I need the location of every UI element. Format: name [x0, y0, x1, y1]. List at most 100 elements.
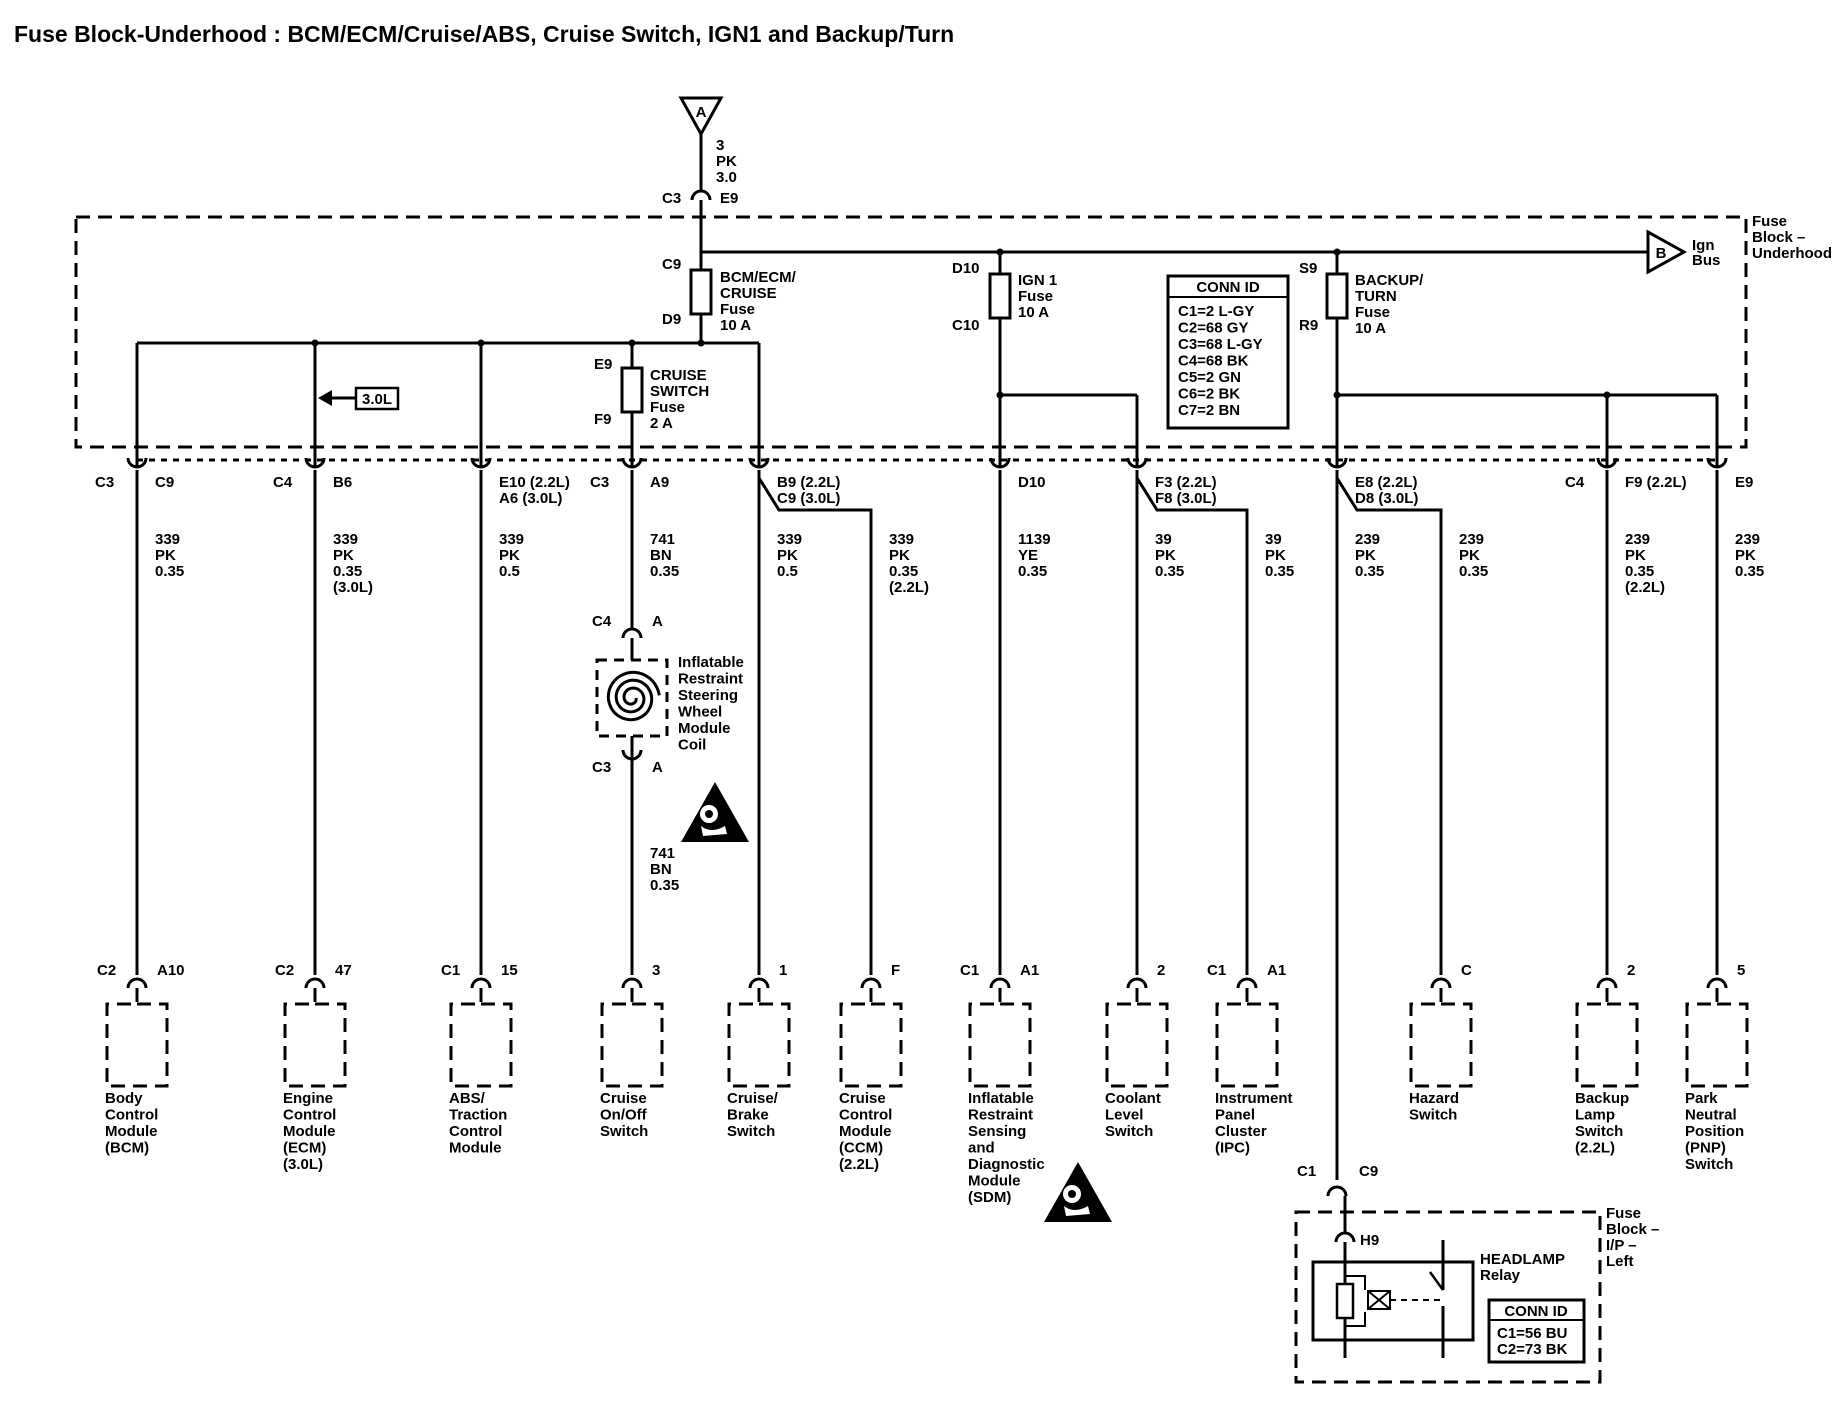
input-connector-a: A [678, 96, 724, 138]
conn-label: C4 [1565, 474, 1585, 491]
conn-id-line: C4=68 BK [1178, 353, 1249, 370]
fuse-label-line: 10 A [1355, 320, 1386, 337]
svg-text:A: A [696, 104, 707, 121]
component-label-line: Inflatable [968, 1090, 1034, 1107]
conn-id-line: C6=2 BK [1178, 386, 1240, 403]
component-label-line: Diagnostic [968, 1156, 1045, 1173]
ign-bus-label-line: Ign [1692, 237, 1715, 254]
end-conn: C1 [1297, 1163, 1316, 1180]
end-pin: 15 [501, 962, 518, 979]
conn-id-line: C7=2 BN [1178, 402, 1240, 419]
component-label-line: On/Off [600, 1107, 648, 1124]
circuit-label: 0.35 [155, 563, 184, 580]
conn-label: F3 (2.2L) [1155, 474, 1217, 491]
conn-label: C3 [95, 474, 114, 491]
circuit-label: 0.35 [1625, 563, 1654, 580]
circuit-label: (2.2L) [1625, 579, 1665, 596]
circuit-label: PK [333, 547, 354, 564]
coil-label-line: Inflatable [678, 654, 744, 671]
conn-id-title: CONN ID [1196, 279, 1260, 296]
component-label-line: Sensing [968, 1123, 1026, 1140]
fuse-block-ip-left-outline [1294, 1210, 1602, 1384]
fuse-label-line: Fuse [720, 301, 755, 318]
component-label-line: Switch [600, 1123, 648, 1140]
component-label-line: Control [105, 1107, 158, 1124]
circuit-label: 239 [1355, 531, 1380, 548]
circuit-label: PK [155, 547, 176, 564]
svg-text:F9: F9 [594, 411, 612, 428]
component-label-line: Level [1105, 1107, 1143, 1124]
circuit-label: 339 [333, 531, 358, 548]
fuse-label-line: IGN 1 [1018, 272, 1057, 289]
circuit-label: PK [1459, 547, 1480, 564]
relay-label-line: Relay [1480, 1267, 1521, 1284]
ip-conn-id-line: C1=56 BU [1497, 1325, 1567, 1342]
conn-label: A6 (3.0L) [499, 490, 562, 507]
circuit-label: (3.0L) [333, 579, 373, 596]
component-label-line: Brake [727, 1107, 769, 1124]
fuse-cruise-switch [620, 366, 644, 414]
circuit-label: PK [499, 547, 520, 564]
fuse-label-line: 10 A [1018, 304, 1049, 321]
fuse-label-line: 10 A [720, 317, 751, 334]
circuit-label: (2.2L) [889, 579, 929, 596]
component-label-line: Body [105, 1090, 143, 1107]
coil-bottom-conn: C3 [592, 759, 611, 776]
conn-label: E10 (2.2L) [499, 474, 570, 491]
circuit-label: 0.35 [1265, 563, 1294, 580]
conn-label: D10 [1018, 474, 1046, 491]
ign-bus-label-line: Bus [1692, 252, 1720, 269]
conn-label: B9 (2.2L) [777, 474, 840, 491]
component-label-line: Position [1685, 1123, 1744, 1140]
circuit-label: 239 [1625, 531, 1650, 548]
component-label-line: (3.0L) [283, 1156, 323, 1173]
fuse-block-underhood-outline [74, 215, 1748, 449]
end-pin: A1 [1020, 962, 1039, 979]
ip-conn-id-title: CONN ID [1504, 1303, 1568, 1320]
svg-text:C9: C9 [662, 256, 681, 273]
output-circuit-7: F3 (2.2L)F8 (3.0L)39PK0.352CoolantLevelS… [1105, 456, 1217, 1140]
circuit-label: 741 [650, 845, 675, 862]
ip-fb-label-line: Fuse [1606, 1205, 1641, 1222]
component-label-line: Coolant [1105, 1090, 1161, 1107]
circuit-label: 339 [499, 531, 524, 548]
component-label-line: Cruise [839, 1090, 886, 1107]
output-circuit-5: 339PK0.35(2.2L)FCruiseControlModule(CCM)… [839, 531, 929, 1173]
svg-text:S9: S9 [1299, 260, 1317, 277]
coil-label-line: Module [678, 720, 731, 737]
fuse-label-line: TURN [1355, 288, 1397, 305]
component-label-line: Control [839, 1107, 892, 1124]
fuse-label-line: 2 A [650, 415, 673, 432]
component-label-line: Neutral [1685, 1107, 1737, 1124]
fuse-backup-turn [1325, 272, 1349, 320]
component-label-line: (CCM) [839, 1140, 883, 1157]
conn-label: F9 (2.2L) [1625, 474, 1687, 491]
conn-label: E9 [1735, 474, 1753, 491]
component-label-line: Backup [1575, 1090, 1629, 1107]
airbag-warning-icon [1044, 1162, 1112, 1222]
clockspring-coil-icon [606, 670, 661, 722]
fuse-ign1 [988, 272, 1012, 320]
coil-top-pin: A [652, 613, 663, 630]
component-label-line: Switch [1409, 1107, 1457, 1124]
component-label-line: Switch [727, 1123, 775, 1140]
